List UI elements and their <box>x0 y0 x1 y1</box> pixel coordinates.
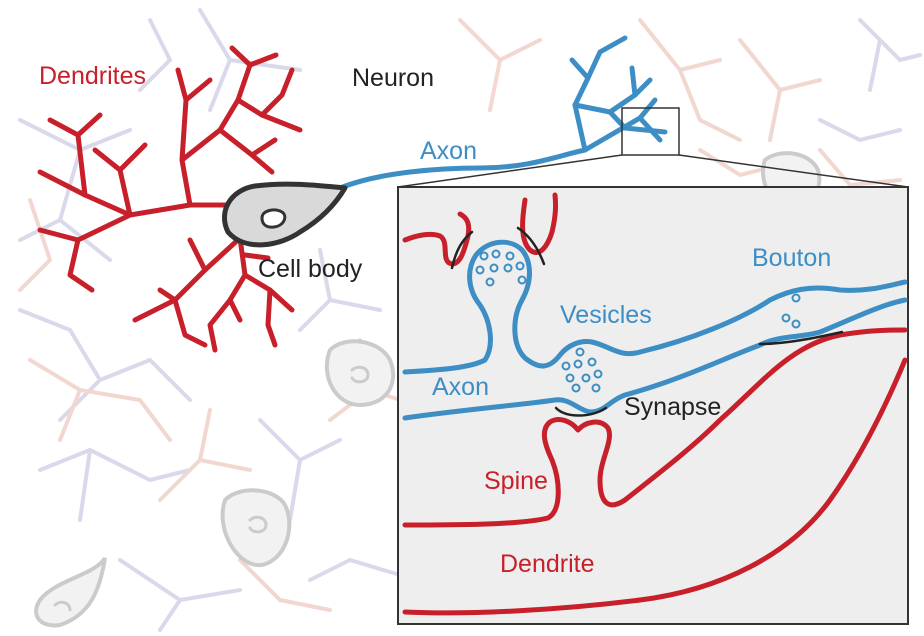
label-cell-body: Cell body <box>258 255 363 283</box>
cell-body <box>222 181 348 248</box>
label-synapse: Synapse <box>624 393 722 421</box>
label-vesicles: Vesicles <box>560 301 652 329</box>
synapse-inset <box>397 186 909 625</box>
label-axon-main: Axon <box>420 137 477 165</box>
background-network <box>18 8 922 632</box>
dendrite-tree <box>37 45 303 353</box>
axon-tree <box>337 35 668 191</box>
zoom-region-box <box>621 107 680 156</box>
label-dendrites: Dendrites <box>39 62 146 90</box>
label-dendrite: Dendrite <box>500 550 595 578</box>
label-bouton: Bouton <box>752 244 832 272</box>
label-spine: Spine <box>484 467 548 495</box>
label-neuron: Neuron <box>352 64 434 92</box>
zoom-line-left <box>397 154 623 188</box>
label-axon-inset: Axon <box>432 373 489 401</box>
zoom-line-right <box>678 154 909 188</box>
vesicles <box>475 249 801 393</box>
